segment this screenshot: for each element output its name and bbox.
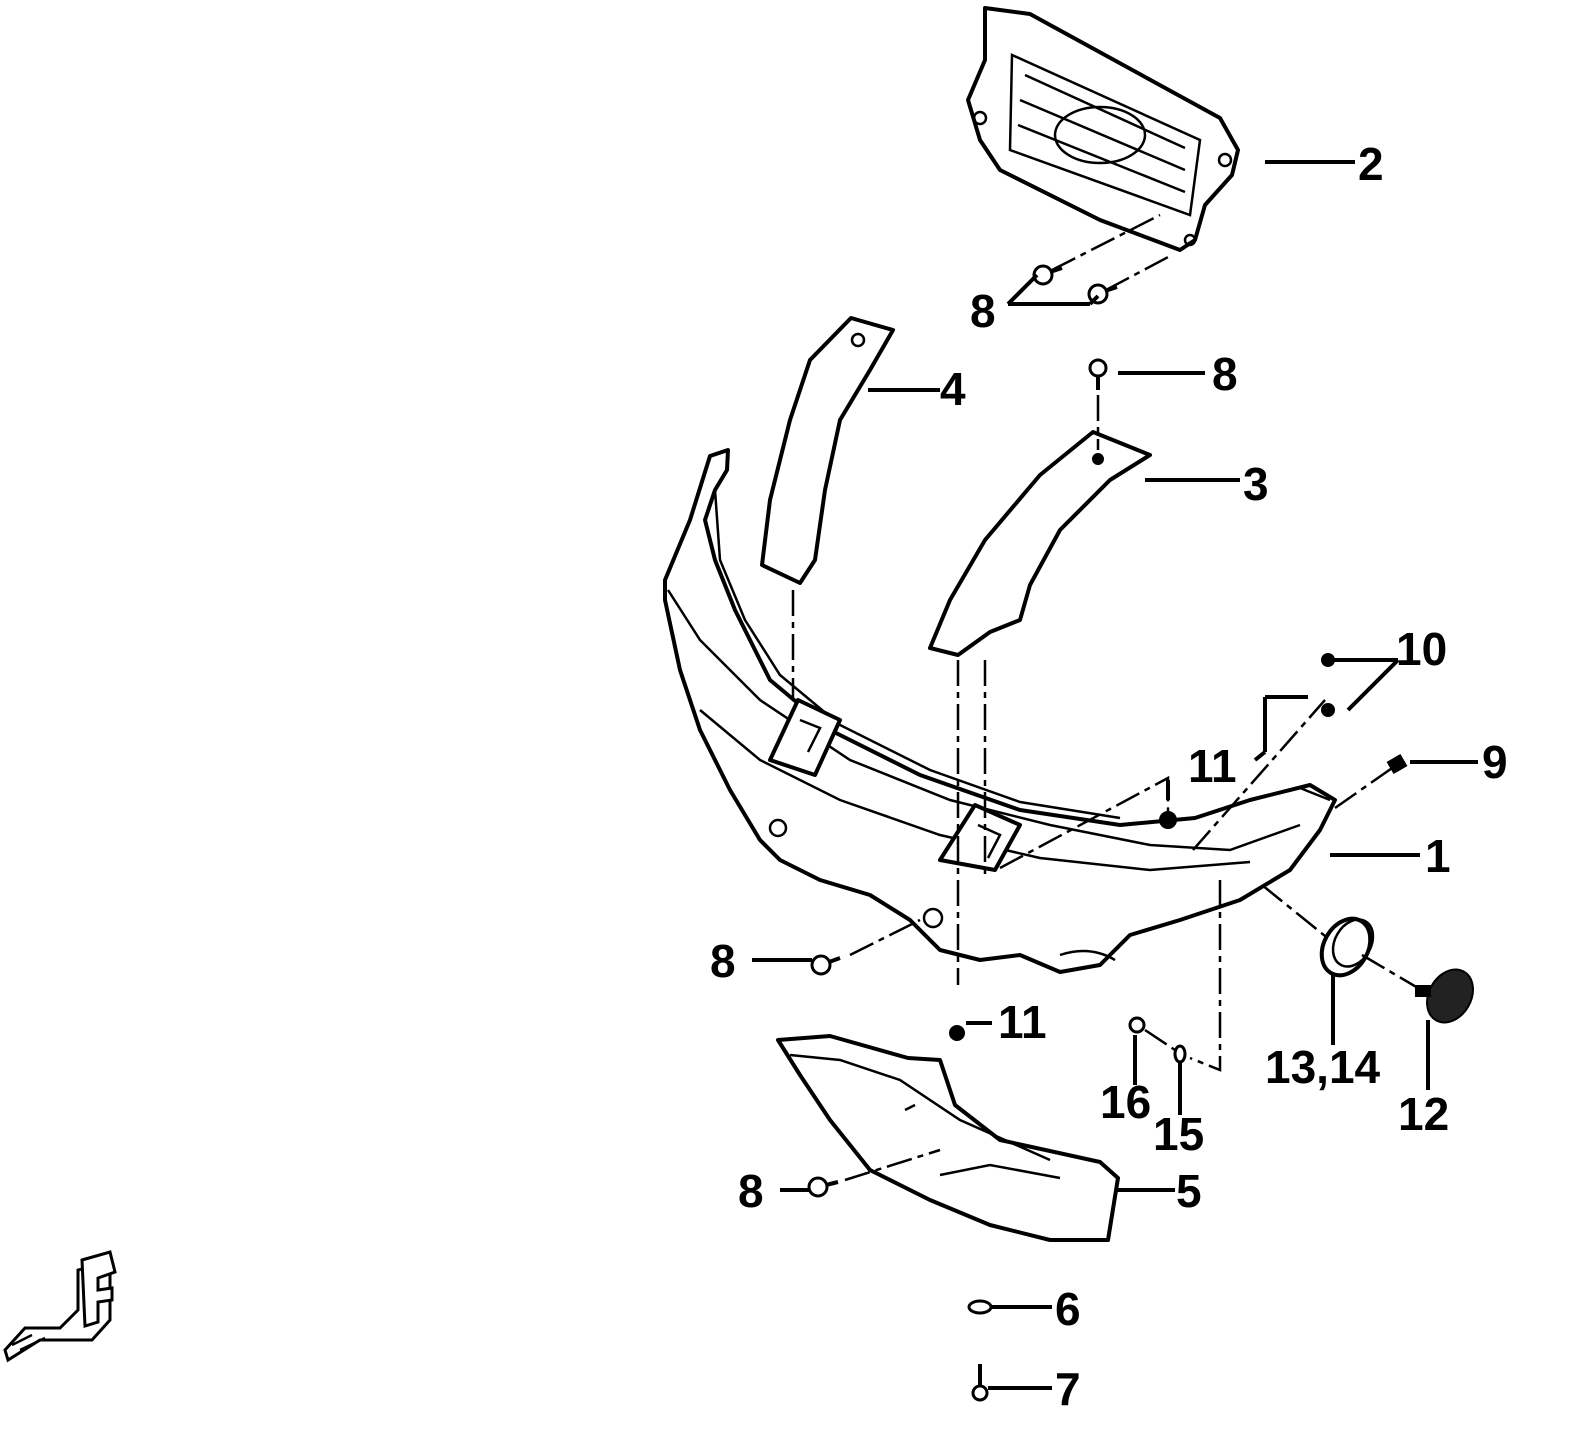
part-12-reflector	[1415, 968, 1474, 1024]
callout-8: 8	[970, 285, 996, 337]
callout-12: 12	[1398, 1088, 1449, 1140]
callout-7: 7	[1055, 1363, 1081, 1415]
callout-8: 8	[738, 1165, 764, 1217]
callout-3: 3	[1243, 458, 1269, 510]
front-direction-arrow-icon: F	[3, 1250, 117, 1363]
part-3-right-strip	[928, 430, 1152, 657]
leader-lines	[752, 160, 1478, 1390]
part-1-front-fairing	[663, 448, 1337, 974]
callout-5: 5	[1176, 1165, 1202, 1217]
callout-labels: 2 8 8 4 3 10 9 11 1 8 11 13,14 16 12 15 …	[710, 138, 1508, 1415]
bolt-icon	[807, 1176, 839, 1198]
bolt-icon	[971, 1364, 989, 1402]
callout-1: 1	[1425, 830, 1451, 882]
callout-11: 11	[1188, 740, 1237, 792]
part-2-grille-bracket	[966, 6, 1240, 252]
callout-15: 15	[1153, 1108, 1204, 1160]
nut-icon	[1128, 1016, 1146, 1034]
clip-icon	[949, 1025, 965, 1041]
direction-letter: F	[86, 1272, 107, 1310]
bolt-icon	[1032, 264, 1063, 286]
callout-4: 4	[940, 363, 966, 415]
bolt-icon	[810, 954, 841, 976]
part-4-left-strip	[760, 316, 895, 585]
callout-10: 10	[1396, 623, 1447, 675]
screw-icon	[1321, 703, 1335, 717]
bolt-icon	[1088, 358, 1108, 390]
callout-9: 9	[1482, 736, 1508, 788]
callout-8: 8	[1212, 348, 1238, 400]
callout-8: 8	[710, 935, 736, 987]
assembly-lines	[791, 213, 1419, 1182]
callout-11: 11	[998, 996, 1047, 1048]
washer-icon	[1173, 1044, 1187, 1064]
part-5-lower-spoiler	[776, 1034, 1120, 1242]
callout-2: 2	[1358, 138, 1384, 190]
callout-16: 16	[1100, 1076, 1151, 1128]
callout-13-14: 13,14	[1265, 1041, 1381, 1093]
callout-6: 6	[1055, 1283, 1081, 1335]
part-13-14-reflector-seat	[1319, 916, 1375, 978]
washer-icon	[967, 1299, 993, 1315]
